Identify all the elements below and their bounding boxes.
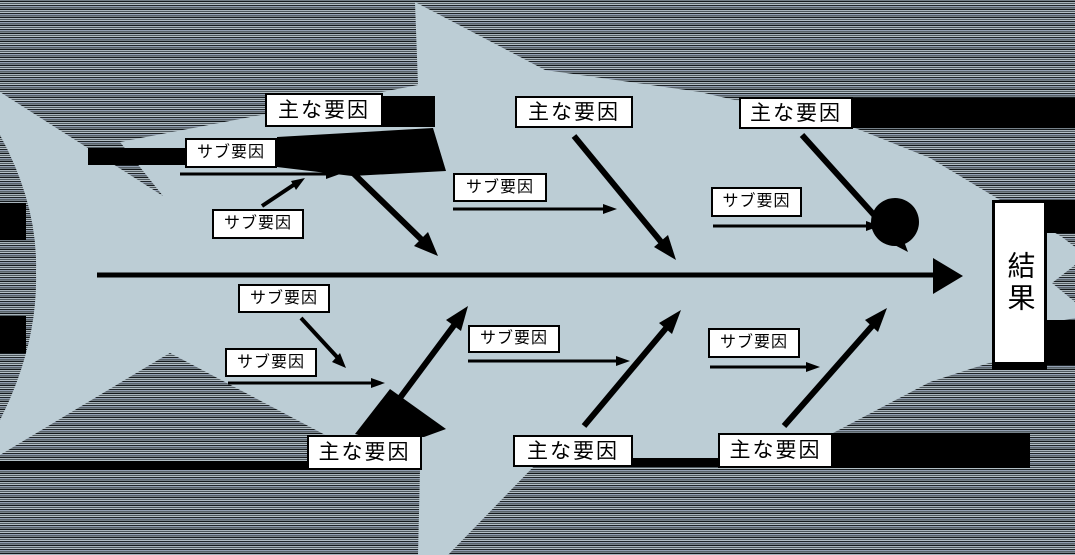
band-result-bottom <box>992 361 1047 370</box>
sub-factor-label-top-2: サブ要因 <box>212 209 304 239</box>
main-arrow-bottom-1 <box>382 306 468 420</box>
sub-arrow-top-1 <box>180 169 340 179</box>
sub-arrow-bottom-1 <box>299 316 346 368</box>
sub-arrow-bottom-4 <box>710 362 820 372</box>
band-bottom-factor2-right <box>632 458 718 467</box>
fish-eye <box>871 198 919 246</box>
sub-arrow-bottom-3 <box>468 356 630 366</box>
sub-arrow-top-2 <box>260 178 305 208</box>
sub-factor-label-top-4: サブ要因 <box>711 187 802 217</box>
wedge-bottom-branch1 <box>355 389 446 437</box>
result-label: 結果 <box>992 200 1047 365</box>
sub-factor-label-top-1: サブ要因 <box>185 138 277 168</box>
main-factor-label-top-3: 主な要因 <box>739 97 853 129</box>
band-bottom-factor3-right <box>833 433 1030 468</box>
band-left-edge-upper <box>0 203 26 240</box>
spine-arrow <box>97 258 963 294</box>
highlight-bands <box>0 96 1075 470</box>
band-sub1-left <box>88 148 187 165</box>
main-arrow-bottom-2 <box>581 310 681 428</box>
main-factor-label-bottom-1: 主な要因 <box>307 435 422 470</box>
main-arrow-bottom-3 <box>781 308 887 428</box>
band-left-edge-lower <box>0 316 26 353</box>
band-result-bottom-right <box>1045 320 1075 365</box>
sub-factor-label-top-3: サブ要因 <box>453 173 547 202</box>
sub-factor-label-bottom-3: サブ要因 <box>468 325 560 353</box>
band-bottom-factor1-left <box>0 461 307 470</box>
main-factor-label-bottom-2: 主な要因 <box>513 435 633 467</box>
wedge-top-branch1 <box>277 128 446 176</box>
band-top-factor3-right <box>853 98 1075 128</box>
sub-factor-label-bottom-4: サブ要因 <box>708 328 800 358</box>
sub-arrow-bottom-2 <box>228 378 385 388</box>
main-arrow-top-2 <box>571 134 676 260</box>
main-factor-label-top-1: 主な要因 <box>265 93 383 127</box>
spine-arrowhead <box>933 258 963 294</box>
main-factor-label-bottom-3: 主な要因 <box>718 433 833 468</box>
band-top-factor1-right <box>383 96 435 127</box>
main-arrow-top-1 <box>349 169 438 256</box>
sub-factor-label-bottom-1: サブ要因 <box>238 284 330 313</box>
band-result-top-right <box>1047 200 1075 233</box>
main-factor-label-top-2: 主な要因 <box>515 96 633 128</box>
sub-factor-label-bottom-2: サブ要因 <box>225 348 317 377</box>
sub-arrow-top-3 <box>453 204 617 214</box>
